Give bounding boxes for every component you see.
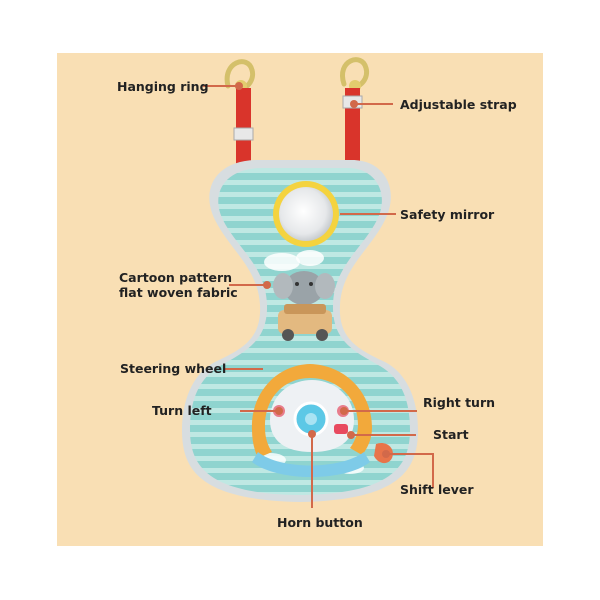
dot-right-turn — [340, 407, 348, 415]
label-shift-lever: Shift lever — [400, 482, 474, 497]
leader-shift-lever-vertical — [432, 453, 434, 488]
dot-horn-button — [308, 430, 316, 438]
steering-wheel — [251, 364, 372, 477]
label-fabric-line2: flat woven fabric — [119, 285, 238, 300]
leader-horn-button — [311, 434, 313, 508]
elephant-car-graphic — [273, 271, 335, 341]
leader-hanging-ring — [203, 85, 236, 87]
label-start: Start — [433, 427, 469, 442]
dot-hanging-ring — [235, 82, 243, 90]
label-steering-wheel: Steering wheel — [120, 361, 227, 376]
leader-safety-mirror — [340, 213, 396, 215]
label-fabric-line1: Cartoon pattern — [119, 270, 233, 285]
leader-start — [352, 434, 416, 436]
leader-right-turn — [345, 410, 417, 412]
leader-turn-left — [240, 410, 280, 412]
leader-fabric — [229, 284, 267, 286]
strap-left — [236, 88, 251, 166]
dot-turn-left — [275, 407, 283, 415]
leader-adjustable-strap — [356, 103, 393, 105]
dot-adjustable-strap — [350, 100, 358, 108]
leader-shift-lever-top — [388, 453, 434, 455]
leader-steering-wheel — [223, 368, 263, 370]
label-horn-button: Horn button — [277, 515, 363, 530]
label-turn-left: Turn left — [152, 403, 212, 418]
dot-fabric — [263, 281, 271, 289]
label-safety-mirror: Safety mirror — [400, 207, 495, 222]
label-hanging-ring: Hanging ring — [117, 79, 209, 94]
dot-start — [347, 431, 355, 439]
label-adjustable-strap: Adjustable strap — [400, 97, 517, 112]
dot-shift-lever — [382, 450, 390, 458]
label-right-turn: Right turn — [423, 395, 496, 410]
